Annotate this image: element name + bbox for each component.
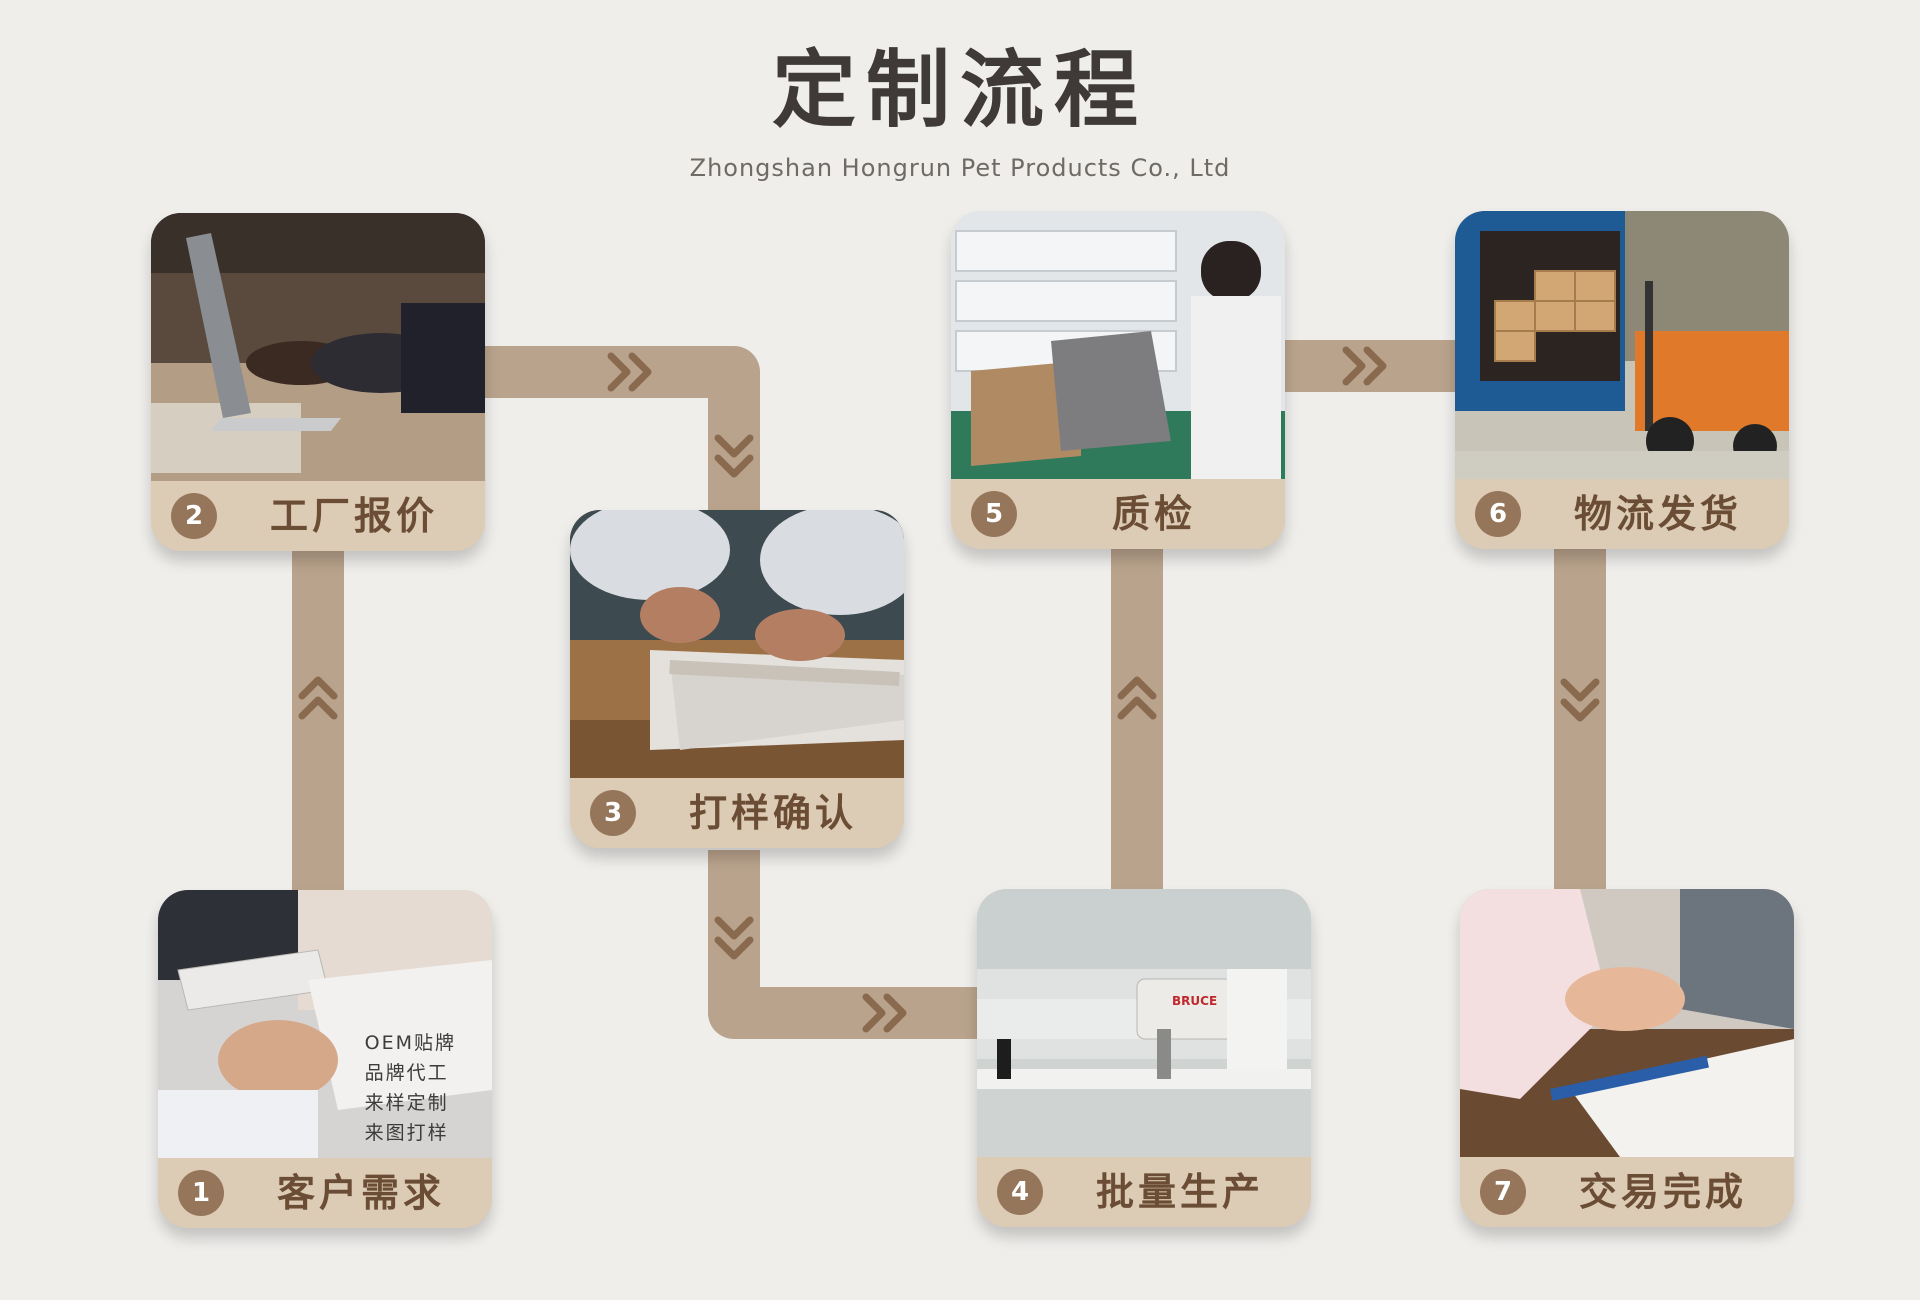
step-photo: BRUCE — [977, 889, 1311, 1157]
step-number-badge: 4 — [997, 1169, 1043, 1215]
double-chevron-down-icon — [1560, 678, 1600, 722]
step-label: 物流发货 — [1573, 492, 1742, 536]
step-card-6: 6 物流发货 — [1455, 211, 1789, 549]
step-label-bar: 5 质检 — [951, 479, 1285, 549]
connector-3-to-4 — [708, 850, 990, 1039]
service-item: 来图打样 — [364, 1122, 449, 1144]
step-card-4: BRUCE 4 批量生产 — [977, 889, 1311, 1227]
step-photo — [951, 211, 1285, 479]
step-label: 交易完成 — [1578, 1170, 1747, 1214]
double-chevron-down-icon — [714, 434, 754, 478]
step-card-1: OEM贴牌 品牌代工 来样定制 来图打样 1 客户需求 — [158, 890, 492, 1228]
company-subtitle: Zhongshan Hongrun Pet Products Co., Ltd — [689, 154, 1231, 182]
double-chevron-up-icon — [298, 676, 338, 720]
step-label: 质检 — [1111, 492, 1196, 536]
step-card-7: 7 交易完成 — [1460, 889, 1794, 1227]
step-number-badge: 2 — [171, 493, 217, 539]
service-type-list: OEM贴牌 品牌代工 来样定制 来图打样 — [365, 1028, 456, 1148]
page-title: 定制流程 — [771, 41, 1148, 139]
service-item: 品牌代工 — [364, 1062, 449, 1084]
step-photo — [570, 510, 904, 778]
step-label-bar: 3 打样确认 — [570, 778, 904, 848]
double-chevron-up-icon — [1117, 676, 1157, 720]
step-label-bar: 6 物流发货 — [1455, 479, 1789, 549]
double-chevron-right-icon — [862, 993, 907, 1033]
step-label: 客户需求 — [276, 1171, 445, 1215]
step-label: 打样确认 — [688, 791, 857, 835]
service-item: OEM贴牌 — [364, 1032, 456, 1054]
double-chevron-right-icon — [607, 352, 652, 392]
double-chevron-down-icon — [714, 916, 754, 960]
step-number-badge: 1 — [178, 1170, 224, 1216]
step-card-3: 3 打样确认 — [570, 510, 904, 848]
service-item: 来样定制 — [364, 1092, 449, 1114]
step-photo — [1460, 889, 1794, 1157]
step-card-2: 2 工厂报价 — [151, 213, 485, 551]
step-photo — [151, 213, 485, 481]
step-label-bar: 7 交易完成 — [1460, 1157, 1794, 1227]
step-label-bar: 1 客户需求 — [158, 1158, 492, 1228]
step-photo — [1455, 211, 1789, 479]
step-label: 工厂报价 — [269, 494, 438, 538]
step-number-badge: 3 — [590, 790, 636, 836]
header: 定制流程 Zhongshan Hongrun Pet Products Co.,… — [0, 40, 1920, 182]
step-label-bar: 4 批量生产 — [977, 1157, 1311, 1227]
brand-text: BRUCE — [1172, 994, 1217, 1008]
step-label: 批量生产 — [1095, 1170, 1264, 1214]
connector-2-to-3 — [480, 346, 760, 520]
step-photo: OEM贴牌 品牌代工 来样定制 来图打样 — [158, 890, 492, 1158]
step-number-badge: 5 — [971, 491, 1017, 537]
step-number-badge: 7 — [1480, 1169, 1526, 1215]
step-label-bar: 2 工厂报价 — [151, 481, 485, 551]
double-chevron-right-icon — [1342, 346, 1387, 386]
step-number-badge: 6 — [1475, 491, 1521, 537]
step-card-5: 5 质检 — [951, 211, 1285, 549]
